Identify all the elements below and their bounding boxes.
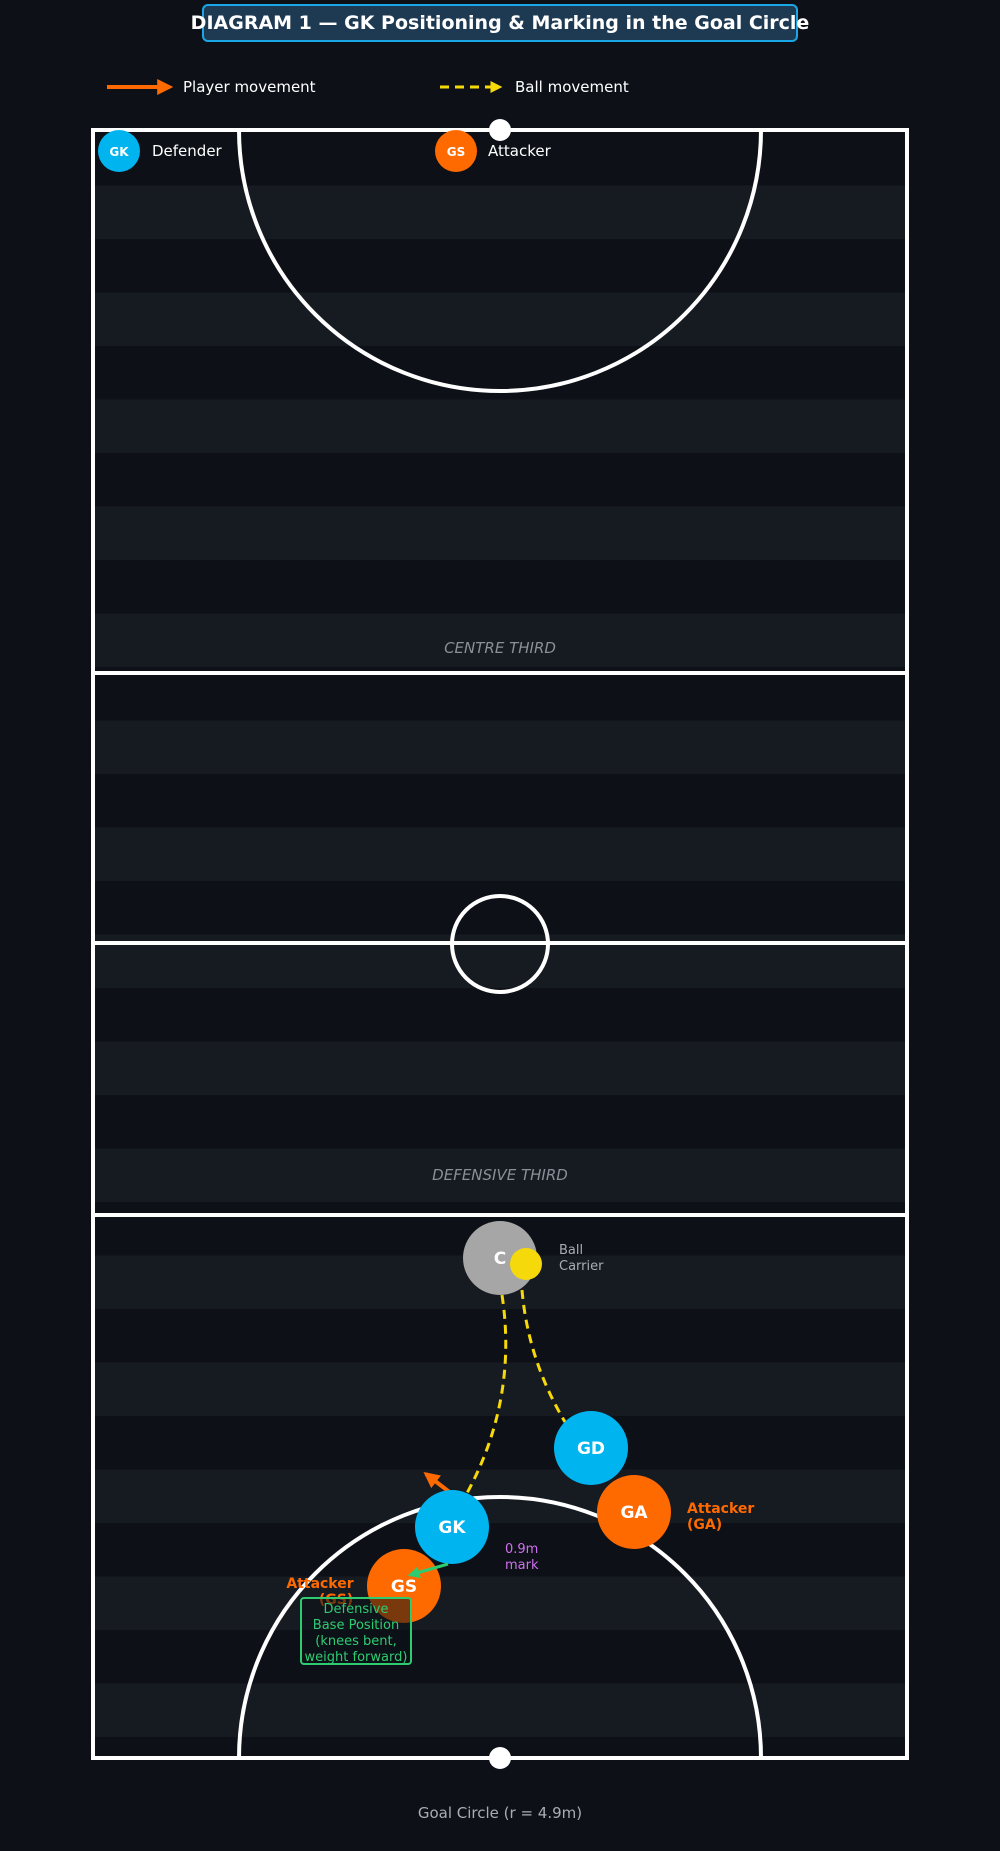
ball-movement-legend-label: Ball movement <box>515 78 629 96</box>
defender-key-label: Defender <box>152 142 223 160</box>
court-stripe <box>95 1683 905 1737</box>
player-gd-token <box>554 1411 628 1485</box>
mark-distance-label-line1: 0.9m <box>505 1542 538 1557</box>
player-gd: GD <box>554 1411 628 1485</box>
ball-pass-to-gk <box>464 1294 508 1496</box>
court <box>91 128 909 1760</box>
court-stripe <box>95 1148 905 1202</box>
attacker-ga-label-line1: Attacker <box>687 1501 754 1517</box>
diagram-title: DIAGRAM 1 — GK Positioning & Marking in … <box>191 4 810 42</box>
goal-circle-caption: Goal Circle (r = 4.9m) <box>418 1804 582 1822</box>
player-ga-label: GA <box>620 1503 648 1523</box>
goal-circle-bottom <box>237 1495 763 1759</box>
centre-third-label: CENTRE THIRD <box>444 639 556 657</box>
attacker-gs-label-line1: Attacker <box>286 1576 353 1592</box>
attacker-ga-label-line2: (GA) <box>687 1517 722 1533</box>
ball-pass-to-gd <box>520 1289 567 1423</box>
court-stripe <box>95 292 905 346</box>
player-ga: GA <box>597 1475 671 1549</box>
goal-circle-top <box>237 129 763 393</box>
defensive-base-line3: (knees bent, <box>315 1634 396 1649</box>
defensive-base-callout: Defensive Base Position (knees bent, wei… <box>300 1597 412 1665</box>
ball-carrier-label-line2: Carrier <box>559 1259 604 1274</box>
court-stripe <box>95 1041 905 1095</box>
court-stripe <box>95 1576 905 1630</box>
mark-distance-label-line2: mark <box>505 1558 539 1573</box>
attacker-key-label: Attacker <box>488 142 552 160</box>
defensive-base-line2: Base Position <box>313 1618 399 1633</box>
marking-arrow <box>407 1562 449 1579</box>
goal-post-top <box>489 119 511 141</box>
player-c-label: C <box>494 1249 506 1269</box>
player-ga-token <box>597 1475 671 1549</box>
centre-circle <box>450 894 550 994</box>
attacker-key-icon <box>435 130 477 172</box>
defensive-base-box <box>300 1597 412 1665</box>
goal-post-bottom <box>489 1747 511 1769</box>
defensive-base-line1: Defensive <box>324 1602 389 1617</box>
attacker-key-badge: GS <box>447 145 466 159</box>
player-gk-label: GK <box>438 1518 466 1538</box>
ball <box>510 1248 542 1280</box>
player-gk-token <box>415 1490 489 1564</box>
court-stripe <box>95 506 905 560</box>
legend: Player movement Ball movement <box>107 78 629 96</box>
court-stripe <box>95 399 905 453</box>
court-stripes <box>95 185 905 1737</box>
defensive-base-line4: weight forward) <box>305 1650 408 1665</box>
player-gd-label: GD <box>577 1439 605 1459</box>
defender-key-icon <box>98 130 140 172</box>
player-gs-label: GS <box>391 1577 417 1597</box>
defender-key: GK Defender <box>98 130 223 172</box>
court-stripe <box>95 613 905 667</box>
court-stripe <box>95 720 905 774</box>
court-stripe <box>95 827 905 881</box>
player-movement-legend-label: Player movement <box>183 78 316 96</box>
ball-carrier-label-line1: Ball <box>559 1243 583 1258</box>
title-text: DIAGRAM 1 — GK Positioning & Marking in … <box>191 12 810 34</box>
defensive-third-label: DEFENSIVE THIRD <box>432 1166 568 1184</box>
defender-key-badge: GK <box>109 145 129 159</box>
court-stripe <box>95 185 905 239</box>
player-gk: GK <box>415 1490 489 1564</box>
attacker-key: GS Attacker <box>435 130 552 172</box>
